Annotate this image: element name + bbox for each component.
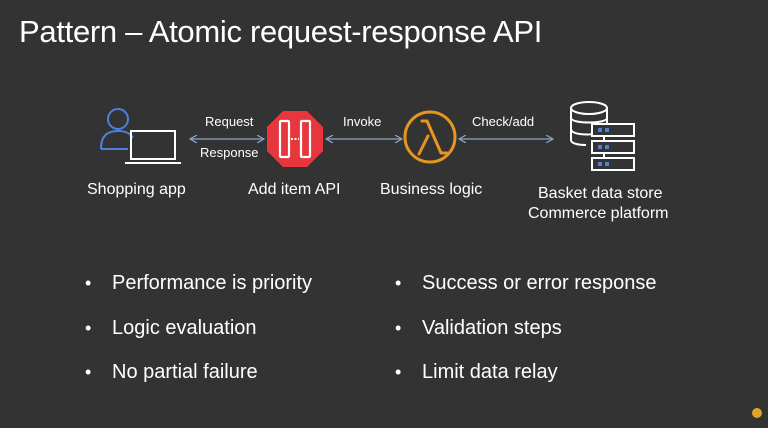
edge-label-request: Request <box>205 114 254 129</box>
bullet-text: Validation steps <box>422 316 562 339</box>
bullet-item: • Limit data relay <box>395 357 657 402</box>
slide-indicator-dot <box>752 408 762 418</box>
node-label-shopping-app: Shopping app <box>87 181 186 198</box>
edge-label-invoke: Invoke <box>343 114 382 129</box>
bullet-text: Limit data relay <box>422 361 558 383</box>
bullet-marker: • <box>395 273 402 293</box>
bullet-text: Success or error response <box>422 272 657 294</box>
slide-title: Pattern – Atomic request-response API <box>19 14 543 49</box>
database-server-icon <box>570 101 635 171</box>
bullet-marker: • <box>395 362 402 382</box>
bullet-text: Performance is priority <box>112 272 313 294</box>
node-label-commerce-platform: Commerce platform <box>528 205 669 222</box>
bullet-marker: • <box>395 317 402 338</box>
bullet-item: • No partial failure <box>85 357 312 402</box>
architecture-diagram: Request Response Invoke Check/add Shoppi… <box>87 101 669 222</box>
bullet-item: • Validation steps <box>395 313 657 358</box>
bullet-list-right: • Success or error response • Validation s… <box>395 268 657 402</box>
edge-label-check-add: Check/add <box>472 114 535 129</box>
node-label-business-logic: Business logic <box>380 181 483 198</box>
bullet-item: • Performance is priority <box>85 268 312 313</box>
bullet-item: • Logic evaluation <box>85 313 312 358</box>
node-label-basket-store: Basket data store <box>538 185 663 202</box>
api-gateway-icon <box>267 111 323 167</box>
bullet-marker: • <box>85 362 92 382</box>
edge-label-response: Response <box>200 145 259 160</box>
bullet-item: • Success or error response <box>395 268 657 313</box>
bullet-marker: • <box>85 273 92 293</box>
node-label-add-item-api: Add item API <box>248 181 341 198</box>
user-laptop-icon <box>100 108 181 164</box>
diagram-canvas <box>100 101 635 171</box>
bullet-marker: • <box>85 317 92 338</box>
bullet-list-left: • Performance is priority • Logic evaluati… <box>85 268 312 402</box>
bullet-text: Logic evaluation <box>112 316 257 339</box>
bullet-text: No partial failure <box>112 361 258 383</box>
lambda-icon <box>403 110 457 164</box>
